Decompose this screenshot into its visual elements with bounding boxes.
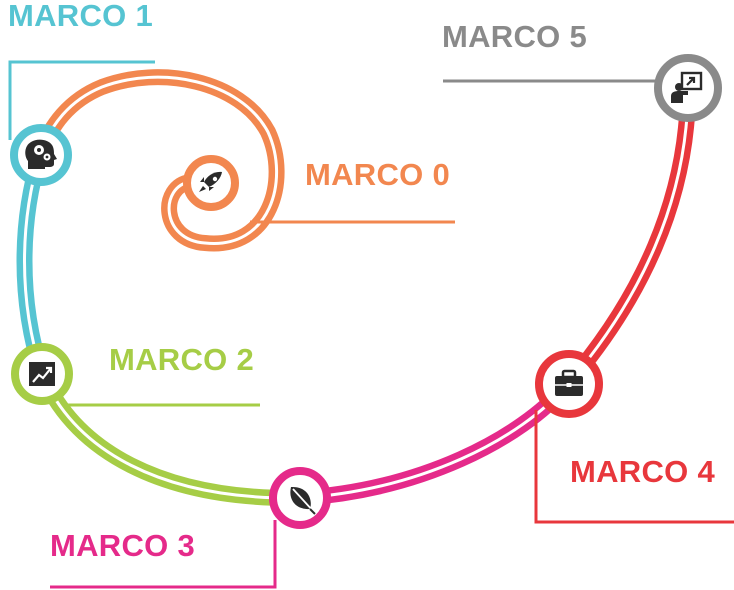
label-marco-5: MARCO 5 bbox=[442, 19, 587, 54]
label-marco-0: MARCO 0 bbox=[305, 157, 450, 192]
leader-line-marco-3 bbox=[50, 520, 277, 589]
milestone-node-marco-0 bbox=[183, 155, 239, 211]
leader-line-marco-4 bbox=[534, 410, 734, 524]
label-marco-3: MARCO 3 bbox=[50, 528, 195, 563]
label-marco-1: MARCO 1 bbox=[8, 0, 153, 33]
path-segment-cyan bbox=[16, 147, 50, 382]
rocket-icon bbox=[199, 171, 222, 192]
presentation-icon bbox=[671, 71, 703, 103]
milestone-node-marco-2 bbox=[11, 343, 73, 405]
milestone-node-marco-4 bbox=[535, 350, 603, 418]
path-segment-red bbox=[560, 80, 696, 392]
milestone-node-marco-1 bbox=[10, 124, 72, 186]
leader-lines bbox=[8, 60, 734, 589]
milestone-node-marco-5 bbox=[654, 54, 722, 122]
path-segment-pink bbox=[292, 376, 576, 506]
milestone-node-marco-3 bbox=[269, 467, 331, 529]
leader-line-marco-1 bbox=[8, 60, 155, 140]
spiral-path bbox=[16, 69, 696, 507]
head-gears-icon bbox=[25, 139, 57, 169]
path-segment-orange bbox=[32, 69, 285, 252]
path-segment-green bbox=[34, 366, 308, 507]
briefcase-icon bbox=[555, 369, 583, 396]
leaf-icon bbox=[290, 486, 316, 515]
label-marco-2: MARCO 2 bbox=[109, 342, 254, 377]
trend-chart-icon bbox=[29, 362, 55, 386]
label-marco-4: MARCO 4 bbox=[570, 454, 716, 489]
